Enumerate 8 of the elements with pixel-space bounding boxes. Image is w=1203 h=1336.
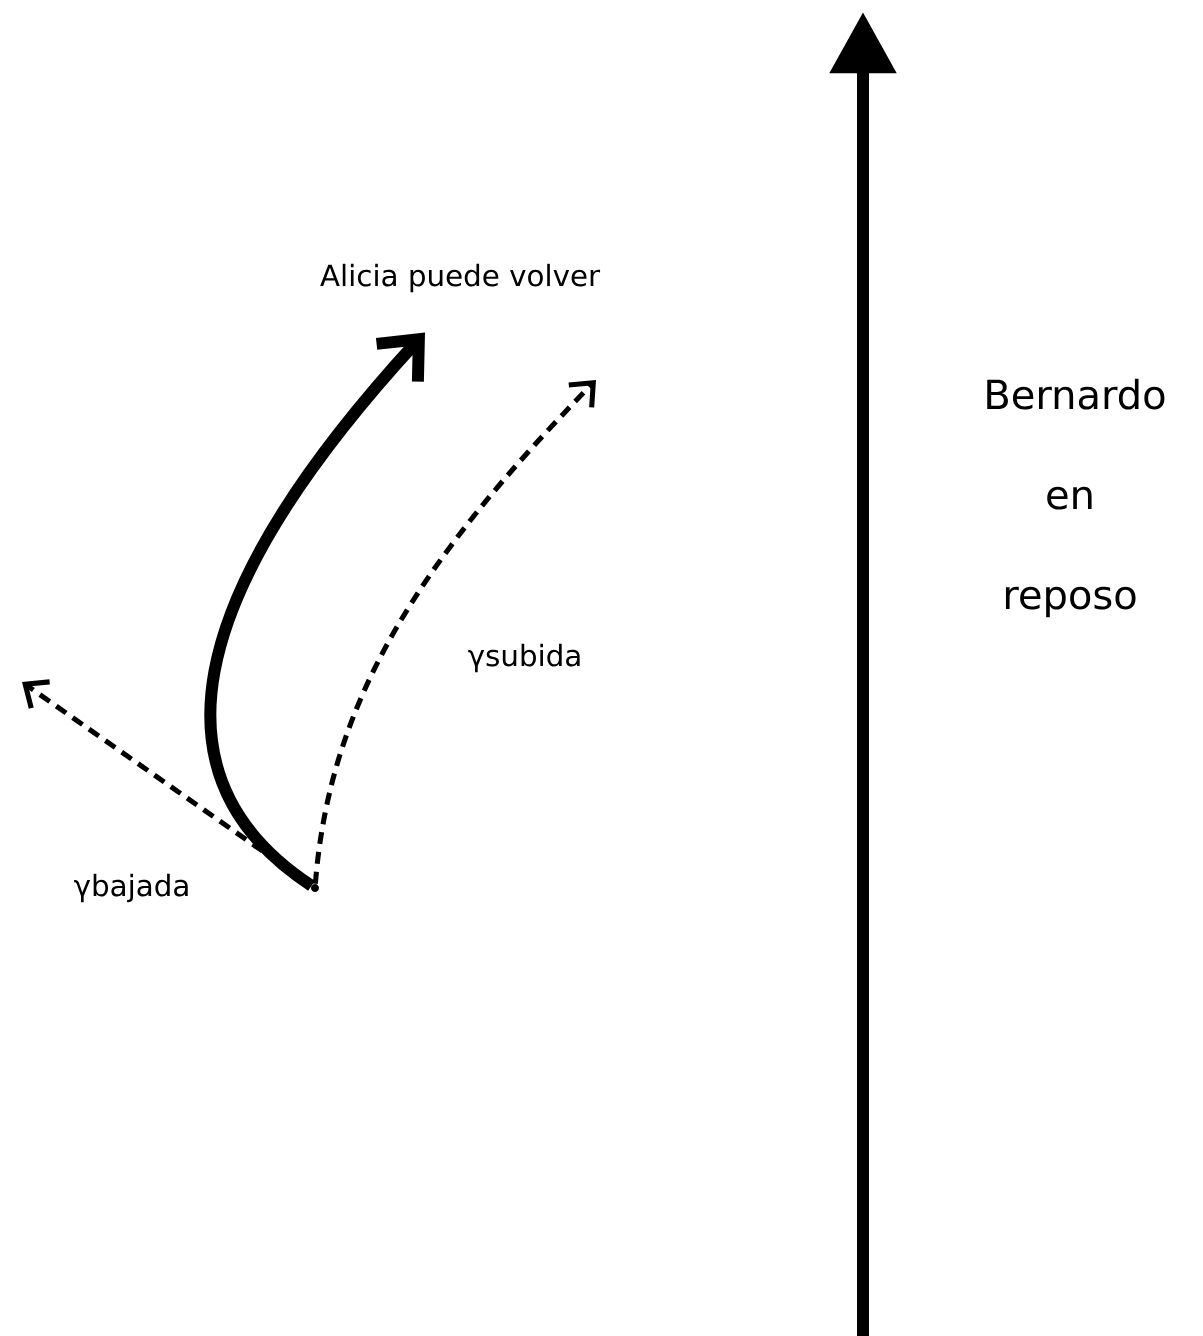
arrow — [204, 332, 425, 891]
edge-label: γbajada — [71, 871, 193, 905]
start-point — [311, 884, 319, 892]
arrow — [312, 380, 596, 885]
text-label: Alicia puede volver — [320, 263, 601, 293]
edge-label: γsubida — [465, 641, 585, 675]
arrow — [22, 679, 313, 888]
text-label: Bernardo en reposo — [987, 378, 1165, 618]
